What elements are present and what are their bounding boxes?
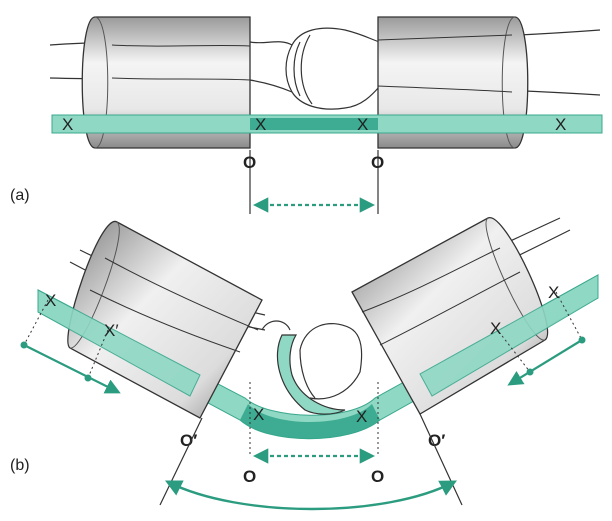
- x-mark: X′: [104, 321, 119, 340]
- band-a-joint: [250, 118, 378, 130]
- x-mark: X: [253, 405, 264, 424]
- band-b-joint: [240, 404, 380, 439]
- point-label: O: [371, 153, 384, 172]
- leader-lines: [23, 291, 583, 456]
- band-b-right: [419, 274, 599, 397]
- x-mark: X: [356, 407, 367, 426]
- x-mark: X: [45, 291, 56, 310]
- displacement-arrow: [23, 344, 121, 394]
- x-mark: X: [62, 115, 73, 134]
- point-label: O: [243, 153, 256, 172]
- panel-label: (a): [10, 187, 30, 204]
- x-mark: X: [255, 115, 266, 134]
- meniscus: [276, 334, 346, 415]
- panel-a: X X X X O O (a): [10, 16, 603, 214]
- displacement-arrow: [507, 339, 583, 386]
- x-mark: X: [357, 115, 368, 134]
- panel-label: (b): [10, 457, 30, 474]
- point-label: O′: [428, 431, 445, 450]
- point-label: O: [371, 467, 384, 486]
- x-mark: X: [548, 283, 559, 302]
- rotation-axis-line: [419, 413, 463, 506]
- curved-arrow: [164, 480, 457, 511]
- point-label: O: [243, 467, 256, 486]
- left-segment-b: [67, 221, 263, 419]
- x-mark: X: [555, 115, 566, 134]
- right-segment-b: [351, 217, 548, 415]
- x-mark: X: [490, 319, 501, 338]
- band-b-left: [37, 289, 201, 397]
- panel-b: X X′ X X X X O′ O O O′: [10, 217, 599, 511]
